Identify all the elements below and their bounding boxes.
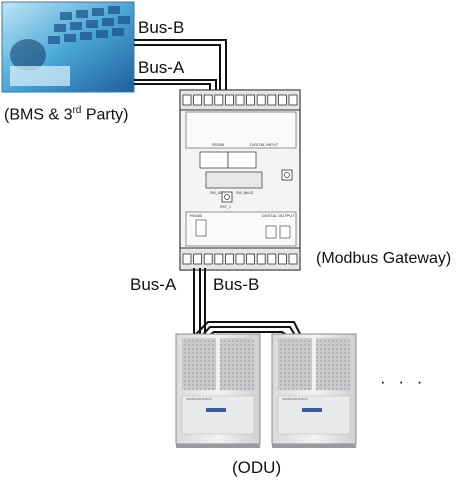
reset-button <box>221 191 233 203</box>
dip-label-baud: SW_BAUD <box>236 191 254 195</box>
terminal-screw <box>235 94 245 106</box>
terminal-screw <box>267 94 277 106</box>
digital-input-label: DIGITAL INPUT <box>250 142 279 147</box>
terminal-screw <box>193 253 203 265</box>
bus-a-bottom-label: Bus-A <box>130 275 177 294</box>
bms-label-sup: rd <box>72 105 82 116</box>
terminal-screw <box>288 253 298 265</box>
bms-label: (BMS & 3rd Party) <box>4 105 129 124</box>
digital-output-label: DIGITAL OUTPUT <box>262 213 295 218</box>
terminal-screw <box>224 94 234 106</box>
terminal-screw <box>182 253 192 265</box>
terminal-screw <box>235 253 245 265</box>
terminal-screw <box>214 253 224 265</box>
terminal-screw <box>193 94 203 106</box>
rs485-bottom-label: RS485 <box>190 213 203 218</box>
odu-1-brand: SAMSUNG DVM S <box>186 397 212 401</box>
bus-b-bottom-label: Bus-B <box>213 275 260 294</box>
terminal-screw <box>267 253 277 265</box>
terminal-screw <box>246 94 256 106</box>
odu-unit-2: SAMSUNG DVM S <box>271 333 357 448</box>
terminal-screw <box>256 253 266 265</box>
rs485-top-label: RS485 <box>212 142 225 147</box>
more-units-ellipsis: · · · <box>380 372 427 391</box>
terminal-screw <box>214 94 224 106</box>
dip-label-add: SW_ADD <box>210 191 225 195</box>
odu-unit-1: SAMSUNG DVM S <box>175 333 261 448</box>
terminal-screw <box>288 94 298 106</box>
terminal-screw <box>246 253 256 265</box>
terminal-screw <box>182 94 192 106</box>
terminal-screw <box>277 94 287 106</box>
bus-a-top-label: Bus-A <box>138 58 185 77</box>
odu-label: (ODU) <box>232 458 282 477</box>
terminal-screw <box>203 94 213 106</box>
bms-label-suffix: Party) <box>81 106 129 124</box>
reset-label: RST_1 <box>220 205 231 209</box>
gateway-label: (Modbus Gateway) <box>316 250 452 267</box>
modbus-gateway: RS485 DIGITAL INPUT SW_ADD SW_BAUD RST_1… <box>179 89 301 271</box>
terminal-screw <box>277 253 287 265</box>
terminal-screw <box>224 253 234 265</box>
reset-button-right <box>281 169 293 181</box>
bms-label-prefix: (BMS & 3 <box>4 106 73 124</box>
bms-photo <box>1 1 135 93</box>
terminal-screw <box>256 94 266 106</box>
bus-b-top-label: Bus-B <box>138 18 185 37</box>
odu-2-brand: SAMSUNG DVM S <box>282 397 308 401</box>
terminal-screw <box>203 253 213 265</box>
